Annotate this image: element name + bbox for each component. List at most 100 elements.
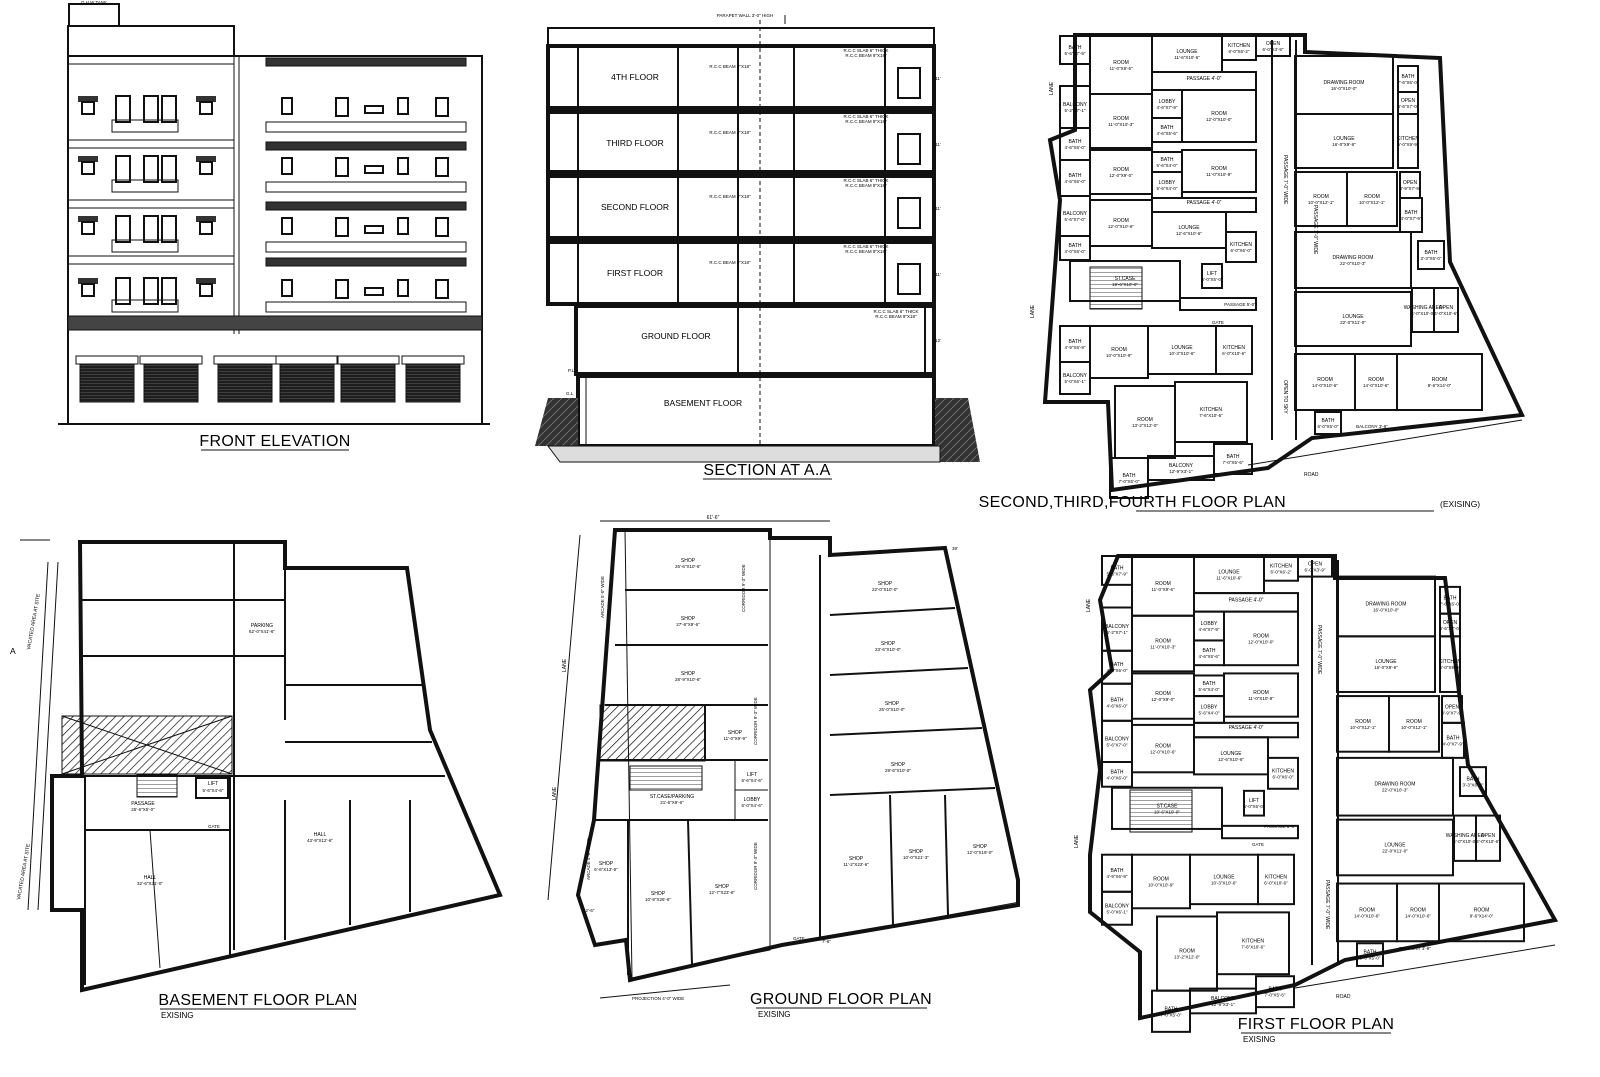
upper-room-size: 14'-0"X10'-6" [1312, 383, 1338, 388]
first-room-name: BALCONY [1211, 996, 1236, 1002]
first-room-name: OPEN [1481, 833, 1496, 839]
first-room-size: 5'-6"X4'-0" [1199, 687, 1220, 692]
section-window [897, 133, 921, 165]
section-height: 11' [935, 206, 941, 211]
first-room-size: 5'-0"X9'-9" [1440, 665, 1461, 670]
window [435, 157, 449, 177]
section-beam-note: R.C.C BEAM 9"X18" [845, 183, 887, 188]
upper-room-name: PASSAGE 4'-0" [1187, 200, 1222, 206]
first-room-box [1267, 756, 1299, 790]
first-lane-top: LANE [1086, 598, 1092, 612]
first-room-box [1255, 975, 1295, 1009]
upper-room-box [1417, 240, 1445, 270]
shop-size: 27'-6"X9'-6" [676, 622, 700, 627]
upper-room-name: LOBBY [1159, 180, 1176, 186]
upper-room-size: 6'-0"X3'-9" [1263, 47, 1284, 52]
first-room-size: 4'-6"X7'-0" [1440, 626, 1461, 631]
balcony-door [143, 277, 159, 305]
gl-mark: G.L [566, 391, 574, 396]
first-room-name: LIFT [1249, 798, 1259, 804]
upper-room-size: 11'-0"X9'-6" [1109, 66, 1132, 71]
upper-lane-label: LANE [1049, 81, 1055, 95]
first-room-name: BATH [1165, 1006, 1178, 1012]
upper-room-name: LOUNGE [1176, 49, 1198, 55]
upper-room-name: ROOM [1432, 377, 1448, 383]
upper-room-name: ROOM [1317, 377, 1333, 383]
upper-gate: GATE [1212, 320, 1224, 325]
upper-room-name: ROOM [1111, 347, 1127, 353]
section-slab-note: R.C.C SLAB 6" THICK [843, 114, 888, 119]
first-room-name: BATH [1111, 769, 1124, 775]
window [199, 161, 213, 175]
first-room-size: 5'-6"X7'-9" [1107, 571, 1128, 576]
section-slab-note: R.C.C SLAB 6" THICK [843, 178, 888, 183]
shop-size: 28'-9"X10'-6" [675, 677, 701, 682]
first-room-size: 4'-6"X6'-0" [1107, 668, 1128, 673]
balcony-door [115, 95, 131, 123]
first-room-name: BATH [1203, 648, 1216, 654]
ground-lift: LIFT [747, 772, 757, 778]
balcony-door [161, 277, 177, 305]
upper-room-size: 12'-9"X3'-1" [1169, 469, 1193, 474]
window [281, 157, 293, 175]
upper-room-box [1346, 171, 1398, 227]
upper-room-size: 7'-0"X5'-6" [1223, 460, 1244, 465]
upper-room-name: BATH [1425, 250, 1438, 256]
shop-name: SHOP [599, 861, 614, 867]
upper-room-name: KITCHEN [1230, 242, 1252, 248]
upper-room-name: OPEN [1439, 305, 1454, 311]
first-room-size: 14'-0"X10'-6" [1405, 913, 1431, 918]
balcony-door [115, 215, 131, 243]
front-elevation-title: FRONT ELEVATION [199, 433, 350, 450]
upper-room-box [1213, 443, 1253, 475]
shop-name: SHOP [681, 616, 696, 622]
hall-left-size: 32'-6"X31'-0" [137, 881, 163, 886]
window [335, 157, 349, 177]
ground-lane-bottom: LANE [552, 786, 558, 800]
first-room-box [1388, 695, 1440, 753]
first-road-line [1294, 944, 1556, 989]
window [281, 279, 293, 297]
first-room-name: KITCHEN [1439, 659, 1461, 665]
first-room-name: BATH [1111, 697, 1124, 703]
upper-room-name: LOUNGE [1333, 136, 1355, 142]
upper-room-name: BATH [1402, 74, 1415, 80]
upper-room-name: BATH [1322, 418, 1335, 424]
section-beam-note: R.C.C BEAM 9"X18" [845, 249, 887, 254]
ground-lane-top: LANE [562, 658, 568, 672]
shop-name: SHOP [973, 844, 988, 850]
ground-staircase-size: 21'-6"X9'-6" [660, 800, 684, 805]
first-room-size: 13'-2"X12'-0" [1174, 955, 1200, 960]
upper-room-size: 10'-3"X10'-6" [1169, 351, 1195, 356]
upper-room-name: KITCHEN [1200, 407, 1222, 413]
ground-gate: GATE [793, 936, 805, 941]
first-room-size: 12'-6"X10'-6" [1218, 757, 1244, 762]
upper-room-size: 10'-0"X12'-1" [1359, 200, 1385, 205]
shop-shutter [279, 363, 335, 403]
upper-room-name: BATH [1405, 210, 1418, 216]
upper-room-size: 5'-0"X6'-1" [1065, 379, 1086, 384]
upper-room-name: BATH [1069, 173, 1082, 179]
upper-room-name: LOUNGE [1178, 225, 1200, 231]
first-room-name: ROOM [1155, 691, 1171, 697]
cornice-band [67, 199, 235, 209]
upper-room-size: 4'-0"X6'-0" [1065, 249, 1086, 254]
shop-shutter [217, 363, 273, 403]
upper-room-size: 12'-0"X10'-6" [1108, 224, 1134, 229]
upper-room-name: ROOM [1113, 167, 1129, 173]
section-window [897, 197, 921, 229]
balcony-door [115, 155, 131, 183]
balcony-rail [265, 181, 467, 193]
parking-size: 62'-0"X41'-6" [249, 629, 275, 634]
basement-plan-note: EXISING [161, 1011, 193, 1020]
section-beam-note: R.C.C BEAM 9"X18" [845, 119, 887, 124]
first-room-size: 7'-6"X10'-6" [1241, 944, 1265, 949]
vent-window [364, 225, 384, 234]
upper-room-box [1151, 211, 1227, 249]
shop-size: 11'-2"X22'-6" [843, 862, 869, 867]
first-passage-5: PASSAGE 5'-0" [1264, 824, 1296, 829]
vent-window [364, 165, 384, 174]
upper-room-name: ROOM [1211, 166, 1227, 172]
upper-room-size: 9'-6"X14'-0" [1428, 383, 1452, 388]
first-room-name: ROOM [1410, 907, 1426, 913]
